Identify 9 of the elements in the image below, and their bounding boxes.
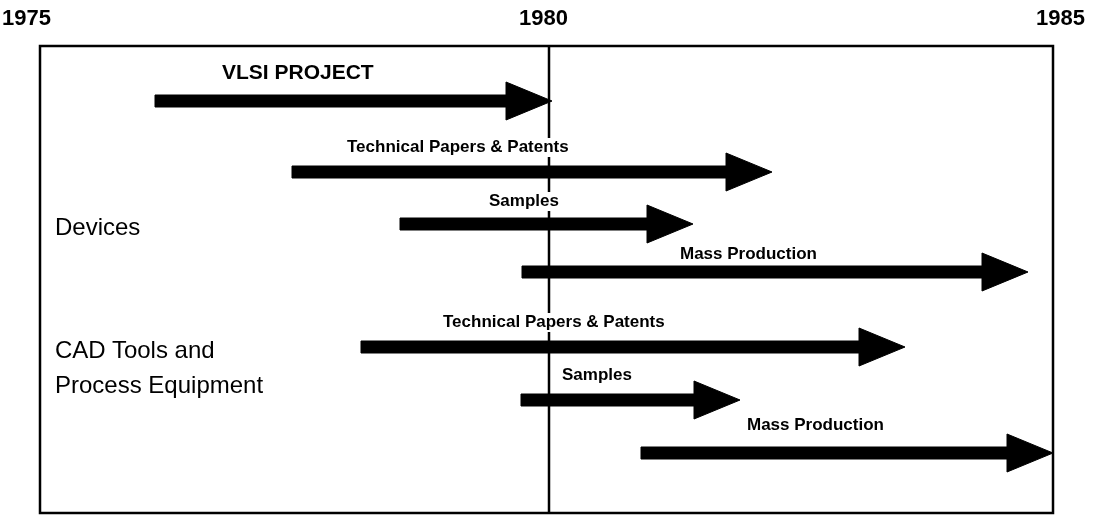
arrow-label: Technical Papers & Patents [441,313,667,332]
arrow-label: Samples [487,192,561,211]
year-label: 1980 [519,6,568,31]
arrow-label: Samples [560,366,634,385]
year-label: 1985 [1036,6,1085,31]
category-label: CAD Tools and Process Equipment [55,335,265,400]
category-label: Devices [55,212,142,242]
arrow-label: Technical Papers & Patents [345,138,571,157]
year-label: 1975 [2,6,51,31]
